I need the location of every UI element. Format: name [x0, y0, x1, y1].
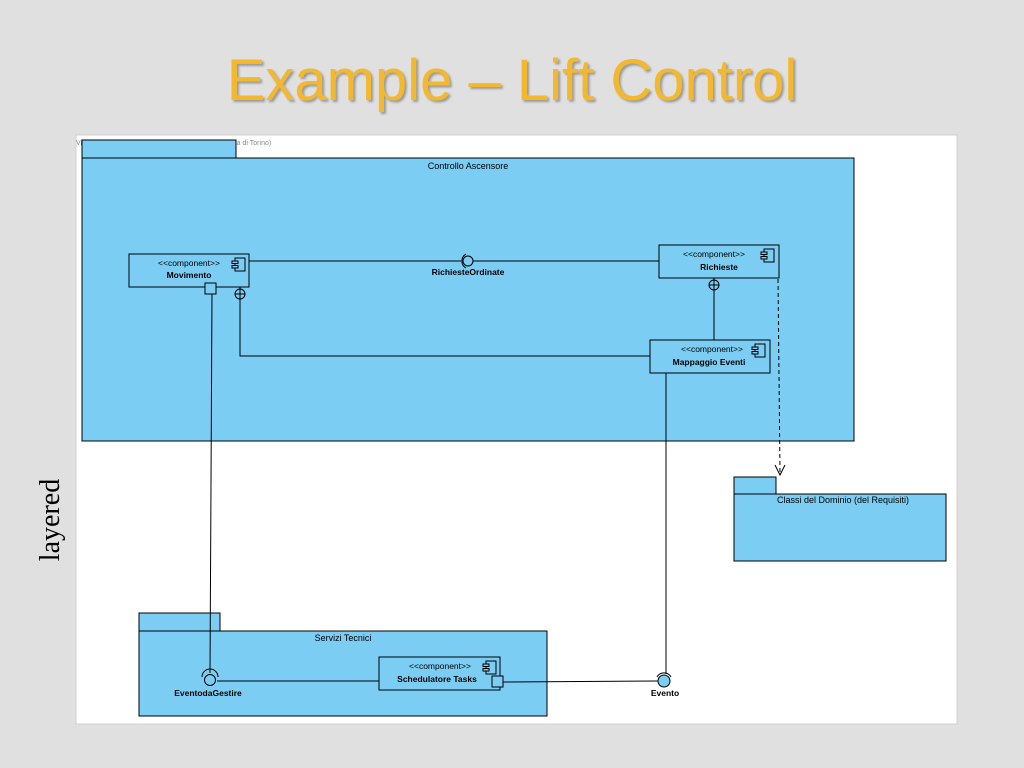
interface-ball	[462, 255, 474, 267]
package-tab	[733, 476, 777, 495]
interface-ball	[204, 674, 216, 686]
package-body	[81, 157, 855, 442]
component-icon	[482, 660, 497, 675]
component-stereotype: <<component>>	[158, 258, 220, 268]
package-controllo-ascensore[interactable]: Controllo Ascensore	[81, 139, 855, 442]
component-box	[378, 656, 501, 691]
interface-label: EventodaGestire	[174, 688, 242, 698]
component-label: Mappaggio Eventi	[673, 357, 746, 367]
nesting-symbol-richieste	[708, 279, 720, 291]
connectors	[209, 260, 781, 683]
package-label: Classi del Dominio (del Requisiti)	[777, 495, 909, 505]
nesting-symbol-movimento	[234, 288, 246, 300]
package-label: Controllo Ascensore	[428, 161, 509, 171]
component-richieste[interactable]: <<component>> Richieste	[658, 244, 780, 279]
port-square	[491, 675, 504, 688]
package-classi-dominio[interactable]: Classi del Dominio (del Requisiti)	[733, 476, 947, 562]
component-box	[649, 339, 771, 374]
interface-label: RichiesteOrdinate	[432, 267, 505, 277]
component-label: Schedulatore Tasks	[397, 674, 477, 684]
component-icon	[231, 257, 246, 272]
component-schedulatore-tasks[interactable]: <<component>> Schedulatore Tasks	[378, 656, 504, 691]
connector-movimento-mappaggio	[239, 299, 650, 357]
component-stereotype: <<component>>	[409, 661, 471, 671]
component-icon	[751, 343, 766, 358]
dependency-arrowhead	[774, 464, 786, 477]
component-label: Richieste	[700, 262, 738, 272]
package-tab	[81, 139, 237, 159]
interface-richiesteordinate[interactable]: RichiesteOrdinate	[432, 253, 505, 277]
interface-socket	[201, 668, 219, 678]
component-movimento[interactable]: <<component>> Movimento	[128, 253, 250, 295]
package-body	[733, 493, 947, 562]
component-stereotype: <<component>>	[683, 249, 745, 259]
interface-socket	[656, 672, 672, 678]
connector-schedulatore-evento	[502, 680, 659, 683]
component-mappaggio-eventi[interactable]: <<component>> Mappaggio Eventi	[649, 339, 771, 374]
interface-evento[interactable]: Evento	[651, 672, 679, 698]
interface-ball	[657, 674, 671, 688]
package-tab	[138, 612, 221, 632]
component-box	[128, 253, 250, 288]
component-stereotype: <<component>>	[681, 344, 743, 354]
interface-socket	[461, 253, 467, 269]
package-label: Servizi Tecnici	[315, 633, 372, 643]
component-icon	[760, 248, 775, 263]
interface-label: Evento	[651, 688, 679, 698]
component-label: Movimento	[167, 270, 212, 280]
slide-title: Example – Lift Control	[226, 48, 798, 113]
port-square	[204, 282, 217, 295]
interface-eventodagestire[interactable]: EventodaGestire	[174, 668, 242, 698]
connector-movimento-eventodagestire	[209, 291, 213, 674]
component-box	[658, 244, 780, 279]
